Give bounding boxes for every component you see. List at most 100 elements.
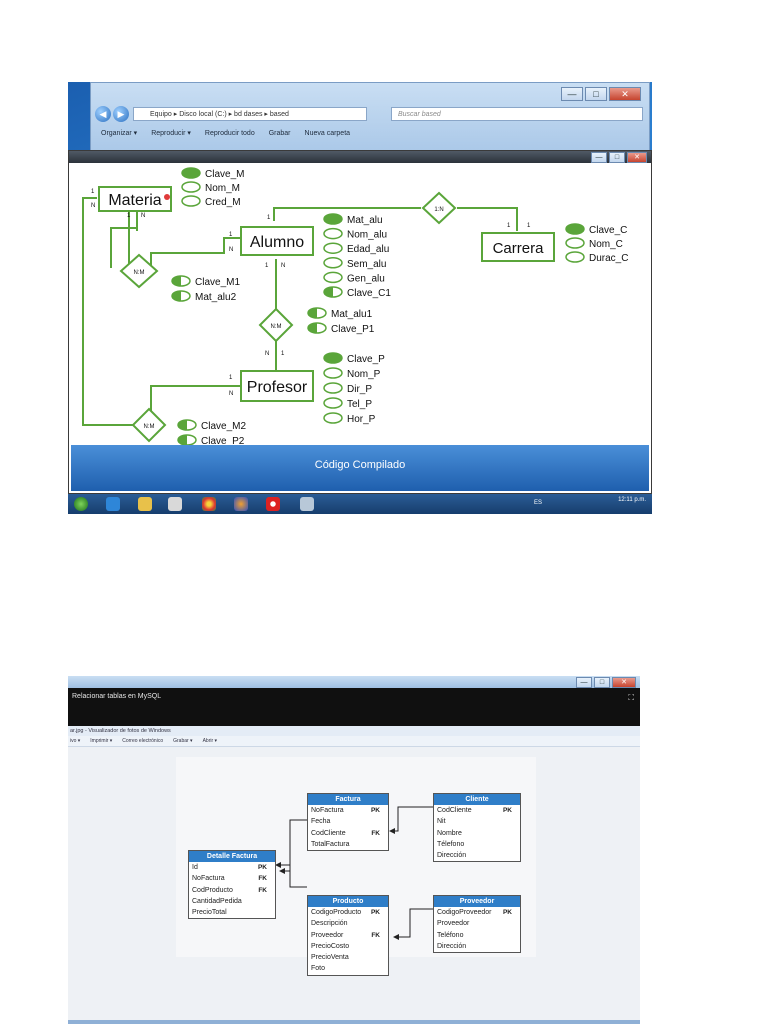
slide-minimize-button[interactable]: — — [591, 152, 607, 163]
table-row: Dirección — [434, 850, 520, 861]
slide-titlebar: — □ ✕ — [69, 151, 651, 163]
menu-abrir[interactable]: Abrir ▾ — [202, 738, 218, 744]
attribute-label: Nom_P — [347, 369, 381, 380]
field-name: CantidadPedida — [192, 897, 242, 905]
attribute-profesor-4: Hor_P — [323, 412, 376, 425]
minimize-button[interactable]: — — [561, 87, 583, 101]
maximize-button[interactable]: □ — [585, 87, 607, 101]
table-cliente-title: Cliente — [434, 794, 520, 805]
table-proveedor-title: Proveedor — [434, 896, 520, 907]
outer-maximize-button[interactable]: □ — [594, 677, 610, 688]
table-row: PrecioCosto — [308, 941, 388, 952]
field-name: Dirección — [437, 852, 467, 860]
outer-close-button[interactable]: ✕ — [612, 677, 636, 688]
relation-materia-profesor: N:M — [131, 407, 167, 443]
clock[interactable]: 12:11 p.m. — [618, 497, 646, 503]
explorer-toolbar: Organizar ▾ Reproducir ▾ Reproducir todo… — [91, 125, 651, 143]
attribute-label: Clave_M1 — [195, 277, 240, 288]
attribute-alumno-3: Sem_alu — [323, 257, 386, 270]
search-input[interactable]: Buscar based — [391, 107, 643, 121]
internet-explorer-icon[interactable] — [106, 497, 120, 511]
table-row: Proveedor — [434, 918, 520, 929]
menu-grabar[interactable]: Grabar ▾ — [173, 738, 193, 744]
attribute-alumno-4: Gen_alu — [323, 271, 385, 284]
attribute-label: Mat_alu1 — [331, 309, 373, 320]
field-name: Foto — [311, 965, 326, 973]
attribute-alumno-5: Clave_C1 — [323, 286, 391, 299]
toolbar-organizar[interactable]: Organizar ▾ — [101, 130, 138, 137]
toolbar-grabar[interactable]: Grabar — [268, 130, 291, 137]
start-icon[interactable] — [74, 497, 88, 511]
field-name: CodigoProducto — [311, 909, 362, 916]
menu-archivo[interactable]: ivo ▾ — [70, 738, 81, 744]
attribute-label: Hor_P — [347, 414, 376, 425]
svg-text:1: 1 — [127, 213, 131, 219]
field-name: CodigoProveedor — [437, 909, 492, 916]
viewer-titlebar: ar.jpg - Visualizador de fotos de Window… — [68, 726, 640, 736]
table-row: Foto — [308, 963, 388, 974]
key-badge: FK — [258, 886, 267, 894]
attribute-label: Nom_M — [205, 183, 240, 194]
attribute-layer: Clave_MNom_MCred_MMat_aluNom_aluEdad_alu… — [171, 167, 628, 445]
forward-arrow-icon[interactable]: ▶ — [113, 106, 129, 122]
chrome-icon[interactable] — [202, 497, 216, 511]
menu-imprimir[interactable]: Imprimir ▾ — [90, 738, 113, 744]
attribute-label: Cred_M — [205, 197, 241, 208]
fullscreen-icon[interactable]: ⛶ — [628, 693, 634, 702]
back-arrow-icon[interactable]: ◀ — [95, 106, 111, 122]
table-producto-title: Producto — [308, 896, 388, 907]
firefox-icon[interactable] — [234, 497, 248, 511]
entity-materia-label: Materia — [108, 192, 161, 209]
attribute-label: Tel_P — [347, 399, 372, 410]
table-row: Fecha — [308, 816, 388, 827]
attribute-label: Clave_P1 — [331, 324, 375, 335]
attribute-label: Nom_alu — [347, 230, 387, 241]
attribute-label: Dir_P — [347, 384, 372, 395]
field-name: CodProducto — [192, 886, 233, 894]
field-name: PrecioTotal — [192, 909, 227, 917]
toolbar-reproducir[interactable]: Reproducir ▾ — [151, 130, 191, 137]
close-button[interactable]: ✕ — [609, 87, 641, 101]
entity-alumno-label: Alumno — [250, 234, 304, 251]
slide-window: — □ ✕ — [68, 150, 652, 494]
svg-text:1: 1 — [527, 223, 531, 229]
attribute-materia-1: Nom_M — [181, 181, 240, 194]
relation-alumno-carrera: 1:N — [421, 191, 457, 225]
relationship-lines — [275, 806, 433, 940]
attribute-label: Gen_alu — [347, 273, 385, 284]
folder-icon[interactable] — [138, 497, 152, 511]
attribute-materia-2: Cred_M — [181, 195, 241, 208]
media-player-icon[interactable] — [168, 497, 182, 511]
address-bar[interactable]: Equipo ▸ Disco local (C:) ▸ bd dases ▸ b… — [133, 107, 367, 121]
slide-maximize-button[interactable]: □ — [609, 152, 625, 163]
attribute-profesor-0: Clave_P — [323, 352, 385, 365]
outer-minimize-button[interactable]: — — [576, 677, 592, 688]
toolbar-reproducir-todo[interactable]: Reproducir todo — [204, 130, 255, 137]
svg-text:N:M: N:M — [144, 424, 155, 430]
outer-window-titlebar: — □ ✕ — [68, 676, 640, 688]
field-name: Descripción — [311, 920, 348, 928]
attribute-label: Mat_alu2 — [195, 292, 237, 303]
svg-text:N:M: N:M — [134, 270, 145, 276]
taskbar: ES 12:11 p.m. — [68, 494, 652, 514]
app-icon[interactable] — [300, 497, 314, 511]
table-detalle-title: Detalle Factura — [189, 851, 275, 862]
field-name: Télefono — [437, 840, 465, 848]
svg-text:1: 1 — [507, 223, 511, 229]
language-indicator[interactable]: ES — [533, 500, 542, 506]
opera-icon[interactable] — [266, 497, 280, 511]
attribute-rel_materia_alumno-0: Clave_M1 — [171, 275, 240, 288]
svg-text:1: 1 — [281, 351, 285, 357]
slide-close-button[interactable]: ✕ — [627, 152, 647, 163]
attribute-label: Clave_P2 — [201, 436, 245, 445]
attribute-label: Mat_alu — [347, 215, 383, 226]
toolbar-nueva-carpeta[interactable]: Nueva carpeta — [304, 130, 351, 137]
attribute-label: Clave_C — [589, 225, 627, 236]
table-row: Teléfono — [434, 930, 520, 941]
field-name: NoFactura — [311, 807, 344, 814]
menu-correo[interactable]: Correo electrónico — [122, 738, 164, 744]
